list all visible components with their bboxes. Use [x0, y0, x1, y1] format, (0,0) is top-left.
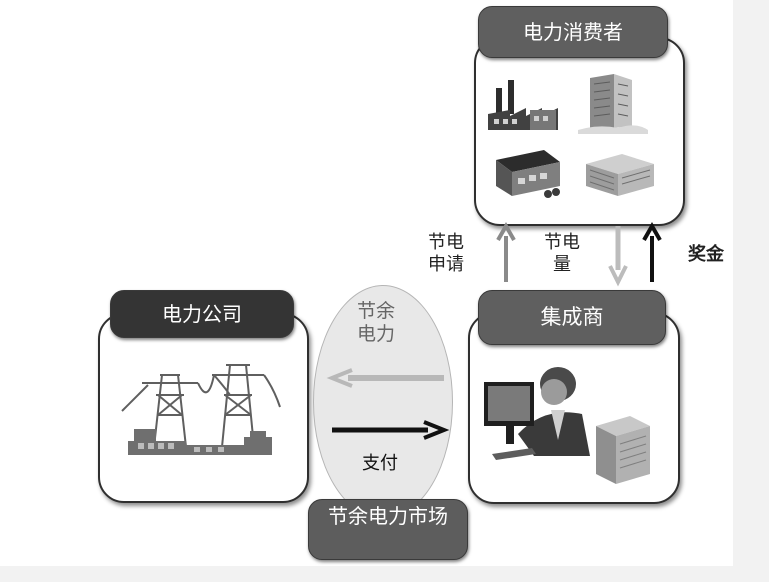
surplus-power-arrow-icon	[326, 368, 444, 388]
right-margin	[733, 0, 769, 582]
consumers-title: 电力消费者	[478, 6, 668, 58]
saving-amount-arrow-icon	[608, 226, 628, 287]
office-building-icon	[586, 154, 654, 196]
worker-computer-icon	[484, 367, 590, 460]
office-tower-icon	[578, 74, 648, 134]
power-company-title: 电力公司	[110, 290, 294, 338]
power-company-panel	[98, 313, 309, 503]
store-icon	[496, 150, 560, 198]
payment-label: 支付	[362, 453, 398, 474]
factory-icon	[488, 80, 558, 130]
bottom-margin	[0, 566, 769, 582]
saving-request-label: 节电申请	[428, 232, 464, 275]
surplus-market-ellipse	[313, 285, 453, 519]
market-title: 节余电力市场	[308, 499, 468, 560]
power-tower-icon	[121, 364, 281, 455]
payment-arrow-icon	[332, 420, 450, 440]
bonus-arrow-icon	[642, 221, 662, 282]
surplus-power-label: 节余电力	[356, 300, 395, 345]
server-icon	[596, 416, 650, 484]
saving-amount-label: 节电量	[544, 232, 580, 275]
bonus-label: 奖金	[688, 244, 724, 265]
saving-request-arrow-icon	[496, 221, 516, 282]
aggregator-title: 集成商	[478, 290, 666, 345]
